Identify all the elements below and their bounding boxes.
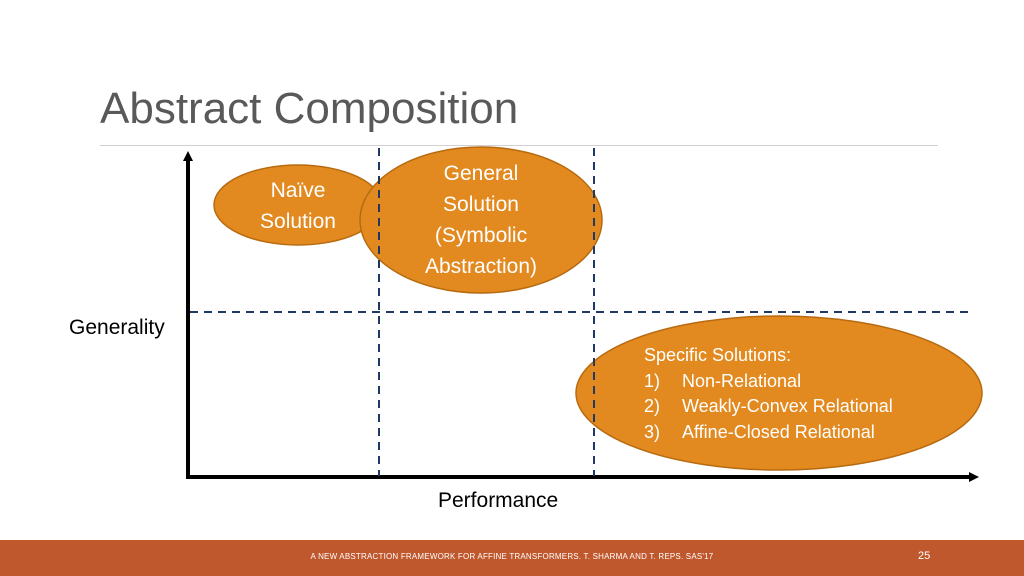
page-number: 25 (918, 550, 931, 562)
footer-bar: A NEW ABSTRACTION FRAMEWORK FOR AFFINE T… (0, 540, 1024, 576)
general-solution-label: General Solution (Symbolic Abstraction) (395, 158, 567, 282)
specific-solutions-heading: Specific Solutions: (644, 345, 792, 365)
general-solution-line: General (443, 162, 519, 185)
x-axis-label: Performance (438, 489, 559, 512)
list-item-number: 3) (644, 421, 661, 442)
naive-solution-line: Naïve (270, 179, 326, 202)
naive-solution-line: Solution (260, 210, 336, 233)
slide-title: Abstract Composition (100, 84, 519, 133)
y-axis-label: Generality (69, 316, 165, 339)
specific-solutions-label: Specific Solutions: 1) Non-Relational 2) W… (644, 343, 944, 445)
naive-solution-label: Naïve Solution (236, 175, 360, 237)
list-item: 2) Weakly-Convex Relational (644, 394, 944, 420)
title-divider (100, 145, 938, 146)
footer-text: A NEW ABSTRACTION FRAMEWORK FOR AFFINE T… (310, 552, 714, 561)
general-solution-line: (Symbolic (434, 224, 528, 247)
specific-solutions-list: 1) Non-Relational 2) Weakly-Convex Relatio… (644, 369, 944, 446)
list-item: 3) Affine-Closed Relational (644, 420, 944, 446)
diagram-canvas (183, 146, 983, 482)
specific-solutions-ellipse (575, 315, 983, 471)
general-solution-ellipse (359, 146, 603, 294)
list-item-number: 1) (644, 370, 661, 391)
list-item-number: 2) (644, 396, 661, 417)
list-item-text: Non-Relational (682, 370, 802, 391)
general-solution-line: Solution (443, 193, 519, 216)
general-solution-line: Abstraction) (424, 255, 538, 278)
list-item-text: Affine-Closed Relational (682, 421, 875, 442)
list-item-text: Weakly-Convex Relational (682, 396, 893, 417)
list-item: 1) Non-Relational (644, 369, 944, 395)
